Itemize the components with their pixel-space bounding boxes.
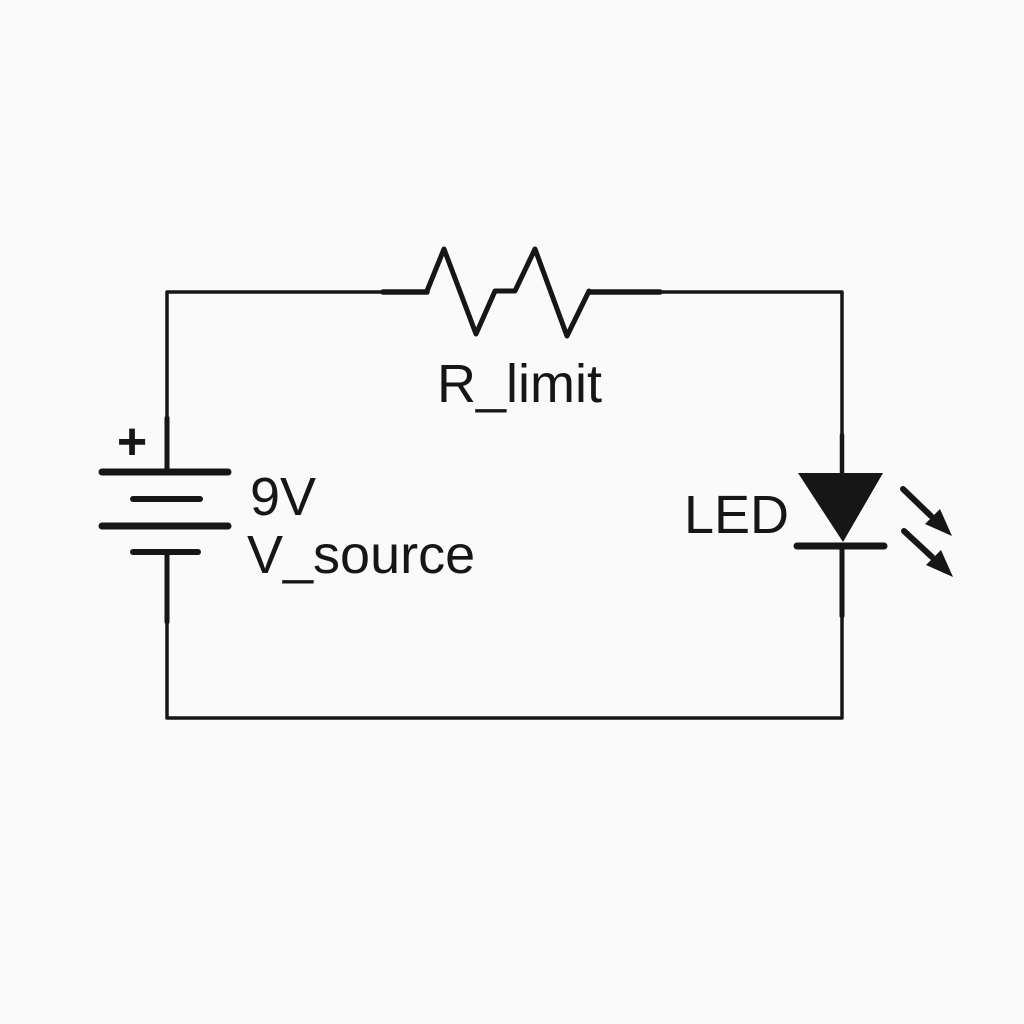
battery-voltage-label: 9V: [250, 467, 316, 527]
battery-symbol: [98, 468, 232, 555]
battery-name-label: V_source: [247, 525, 475, 585]
light-emission-arrows-icon: [900, 486, 953, 577]
led-symbol: [793, 473, 888, 550]
wire-bottom-return: [165, 544, 844, 720]
led-name-label: LED: [684, 485, 789, 545]
wire-top-right: [587, 290, 844, 475]
led-triangle-icon: [798, 473, 883, 542]
battery-polarity-label: +: [117, 413, 147, 471]
resistor-zigzag-icon: [424, 246, 592, 339]
emission-arrow-2: [901, 528, 953, 577]
wire-left-top: [165, 290, 429, 474]
emission-arrow-1: [900, 486, 952, 536]
circuit-wires: [164, 289, 845, 720]
resistor-symbol: [424, 246, 592, 339]
resistor-name-label: R_limit: [437, 354, 602, 414]
